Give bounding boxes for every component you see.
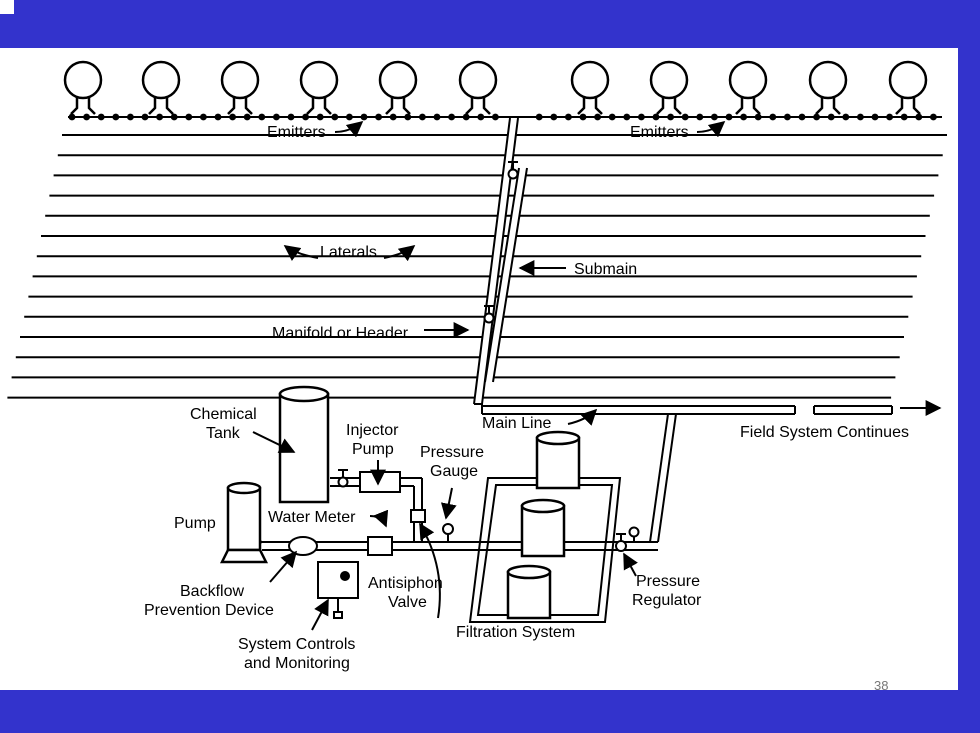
emitters-label-left: Emitters xyxy=(267,124,326,141)
backflow-label-2: Prevention Device xyxy=(144,602,274,619)
pressure-regulator-label-2: Regulator xyxy=(632,592,702,609)
water-meter xyxy=(367,536,393,556)
chemical-tank-label-2: Tank xyxy=(206,425,241,442)
pressure-gauge-label-1: Pressure xyxy=(420,444,484,461)
plant xyxy=(63,60,103,115)
chemical-tank xyxy=(278,385,330,504)
system-controls-label-1: System Controls xyxy=(238,636,355,653)
pump xyxy=(219,481,269,564)
corner-mark xyxy=(0,0,14,14)
antisiphon-label-2: Valve xyxy=(388,594,427,611)
irrigation-diagram: Emitters Emitters Laterals Submain Manif… xyxy=(7,60,947,672)
filter-tanks xyxy=(506,430,581,620)
plants xyxy=(63,60,928,115)
emitters-label-right: Emitters xyxy=(630,124,689,141)
injector-pump-label-1: Injector xyxy=(346,422,399,439)
pressure-regulator-label-1: Pressure xyxy=(636,573,700,590)
submain-label: Submain xyxy=(574,261,637,278)
injector-pump xyxy=(337,469,401,493)
water-meter-label: Water Meter xyxy=(268,509,356,526)
chemical-tank-label-1: Chemical xyxy=(190,406,257,423)
pressure-regulator xyxy=(615,526,640,552)
plant xyxy=(299,60,339,115)
plant xyxy=(458,60,498,115)
antisiphon-valve xyxy=(410,509,426,523)
plant xyxy=(570,60,610,115)
system-controls xyxy=(317,561,359,619)
plant xyxy=(888,60,928,115)
plant xyxy=(220,60,260,115)
main-line-label: Main Line xyxy=(482,415,551,432)
pressure-gauge-label-2: Gauge xyxy=(430,463,478,480)
diagram-panel: Emitters Emitters Laterals Submain Manif… xyxy=(0,48,958,690)
label-arrows xyxy=(252,120,942,631)
plant xyxy=(649,60,689,115)
main-line-pipe xyxy=(474,403,893,543)
lateral-lines xyxy=(7,116,947,399)
labels: Emitters Emitters Laterals Submain Manif… xyxy=(144,124,909,672)
plant xyxy=(808,60,848,115)
laterals-label: Laterals xyxy=(320,244,377,261)
plant xyxy=(728,60,768,115)
plant xyxy=(378,60,418,115)
system-controls-label-2: and Monitoring xyxy=(244,655,350,672)
page-number: 38 xyxy=(874,678,889,693)
field-system-label: Field System Continues xyxy=(740,424,909,441)
backflow-device xyxy=(288,536,318,556)
backflow-label-1: Backflow xyxy=(180,583,244,600)
submain-valve-bottom xyxy=(483,305,495,324)
plant xyxy=(141,60,181,115)
antisiphon-label-1: Antisiphon xyxy=(368,575,443,592)
manifold-pipe xyxy=(484,167,528,383)
pressure-gauge xyxy=(442,523,454,542)
filtration-label: Filtration System xyxy=(456,624,575,641)
pump-label: Pump xyxy=(174,515,216,532)
manifold-label: Manifold or Header xyxy=(272,325,409,342)
submain-valve-top xyxy=(507,161,519,180)
injector-pump-label-2: Pump xyxy=(352,441,394,458)
